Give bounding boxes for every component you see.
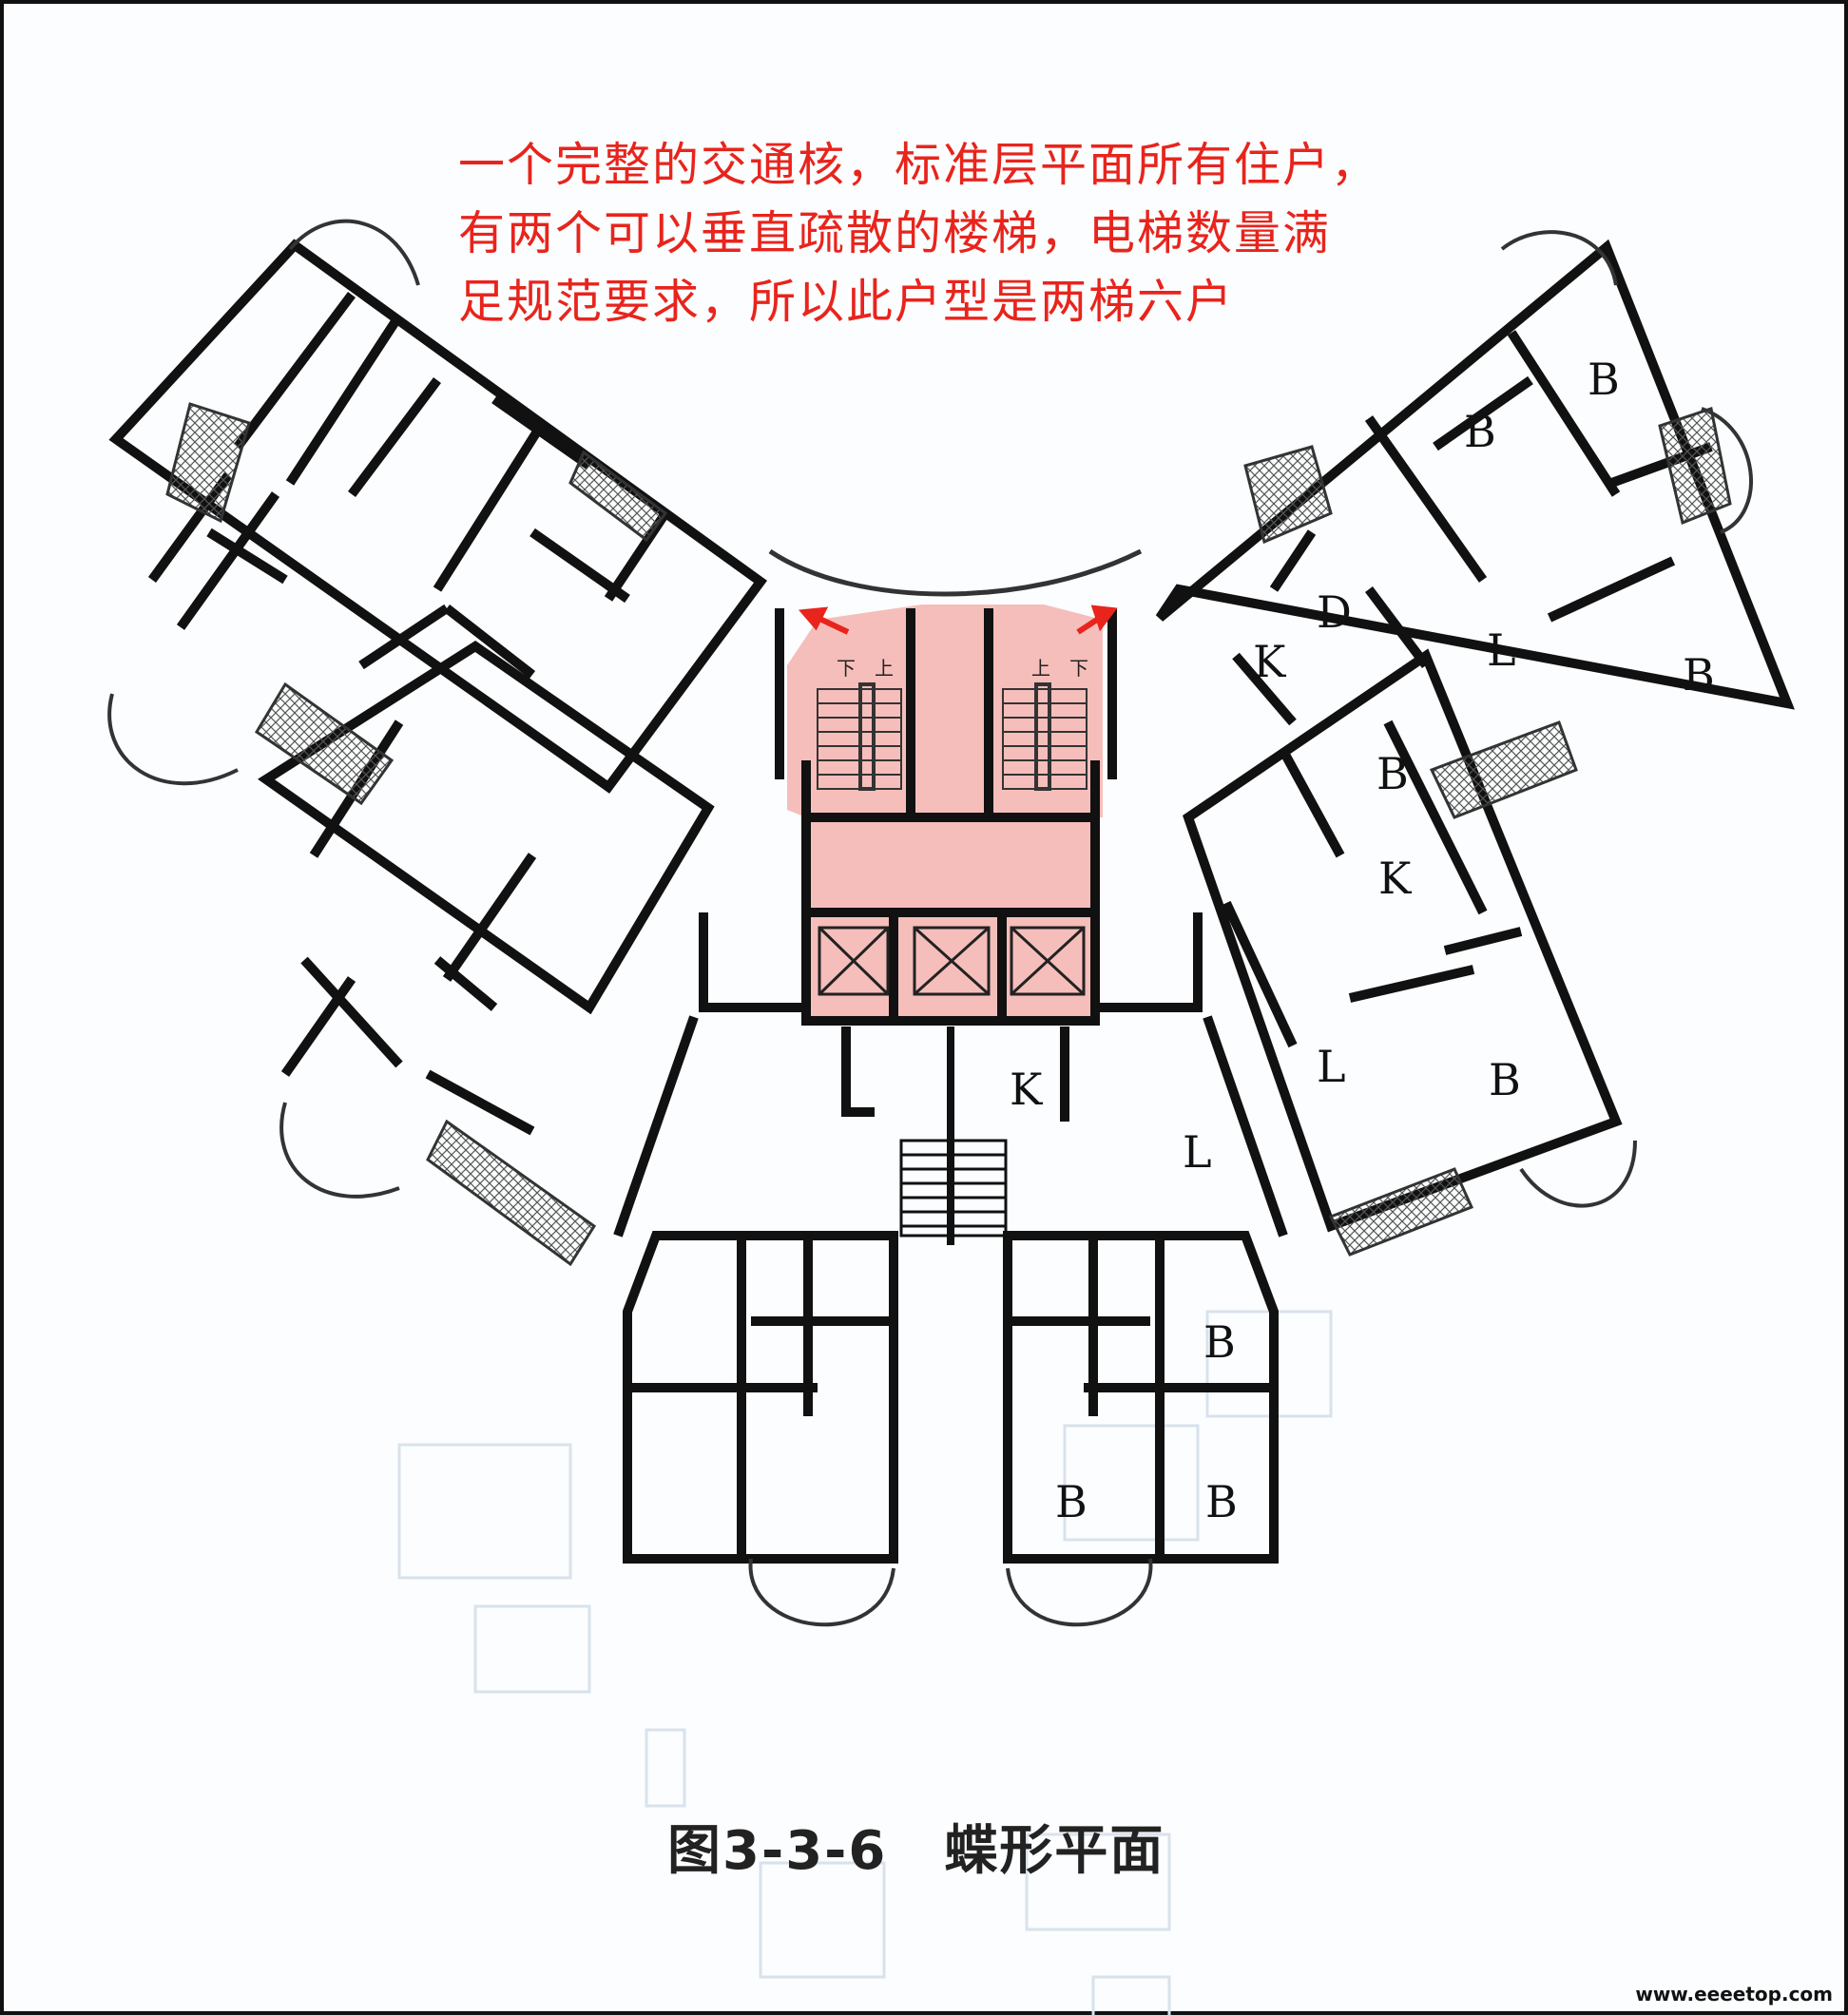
figure-caption: 图3-3-6 蝶形平面 <box>667 1808 1165 1885</box>
central-stair <box>899 1027 1008 1245</box>
left-upper-bay-bottom <box>107 693 239 786</box>
background-bleed <box>397 1310 1333 2015</box>
annotation-line-1: 一个完整的交通核，标准层平面所有住户， <box>458 138 1380 192</box>
room-label-l: L <box>1317 1041 1346 1092</box>
right-upper-bay-side <box>1701 407 1753 534</box>
left-upper-balcony-2 <box>568 450 668 543</box>
left-upper-balcony-1 <box>165 402 251 524</box>
room-label-b: B <box>1055 1476 1088 1527</box>
stair-right <box>1002 682 1088 791</box>
room-label-k: K <box>1253 636 1287 687</box>
left-lower-balcony-1 <box>254 681 395 806</box>
right-lower-wing <box>1183 648 1623 1233</box>
room-label-b: B <box>1205 1476 1238 1527</box>
elevator-1 <box>818 926 890 996</box>
annotation-text: 一个完整的交通核，标准层平面所有住户， 有两个可以垂直疏散的楼梯，电梯数量满 足… <box>458 131 1599 336</box>
bottom-left-bay <box>748 1558 895 1627</box>
room-label-l: L <box>1183 1126 1212 1178</box>
right-lower-balcony-1 <box>1429 720 1578 819</box>
room-label-d: D <box>1317 586 1352 638</box>
room-label-l: L <box>1487 624 1516 676</box>
right-upper-balcony-1 <box>1243 445 1333 545</box>
room-label-k: K <box>1010 1064 1044 1115</box>
room-label-k: K <box>1378 853 1413 904</box>
right-upper-balcony-2 <box>1658 407 1732 526</box>
bottom-right-unit <box>1003 1015 1288 1564</box>
stair-left-down-label: 下 <box>837 657 856 680</box>
elevator-3 <box>1010 926 1086 996</box>
left-lower-bay <box>279 1102 400 1199</box>
elevator-2 <box>913 926 991 996</box>
stair-left-up-label: 上 <box>875 657 894 680</box>
left-upper-bay-top <box>288 219 420 286</box>
watermark: www.eeeetop.com <box>1635 1983 1833 2005</box>
left-lower-balcony-2 <box>426 1119 597 1267</box>
room-label-b: B <box>1588 354 1620 405</box>
annotation-line-3: 足规范要求，所以此户型是两梯六户 <box>458 275 1235 329</box>
room-label-b: B <box>1464 406 1496 457</box>
right-upper-bay-top <box>1500 230 1618 286</box>
right-lower-bay <box>1519 1140 1637 1208</box>
annotation-line-2: 有两个可以垂直疏散的楼梯，电梯数量满 <box>458 206 1332 260</box>
core-curved-top-wall <box>768 548 1143 597</box>
room-label-b: B <box>1489 1054 1521 1105</box>
right-lower-wing-outline <box>1183 648 1623 1233</box>
right-lower-balcony-2 <box>1328 1167 1474 1257</box>
bottom-right-bay <box>1006 1558 1153 1627</box>
stair-right-up-label: 上 <box>1031 657 1050 680</box>
left-lower-wing <box>258 604 715 1136</box>
room-label-b: B <box>1376 748 1409 799</box>
exit-arrows <box>798 604 1118 635</box>
stair-left <box>817 682 902 791</box>
room-label-b: B <box>1683 649 1715 700</box>
bottom-left-unit <box>613 1015 898 1564</box>
central-core <box>699 608 1203 1026</box>
elevators <box>818 926 1086 996</box>
figure-title: 蝶形平面 <box>944 1820 1165 1882</box>
figure-number: 图3-3-6 <box>667 1820 888 1882</box>
stair-right-down-label: 下 <box>1069 657 1088 680</box>
room-label-b: B <box>1203 1316 1236 1368</box>
